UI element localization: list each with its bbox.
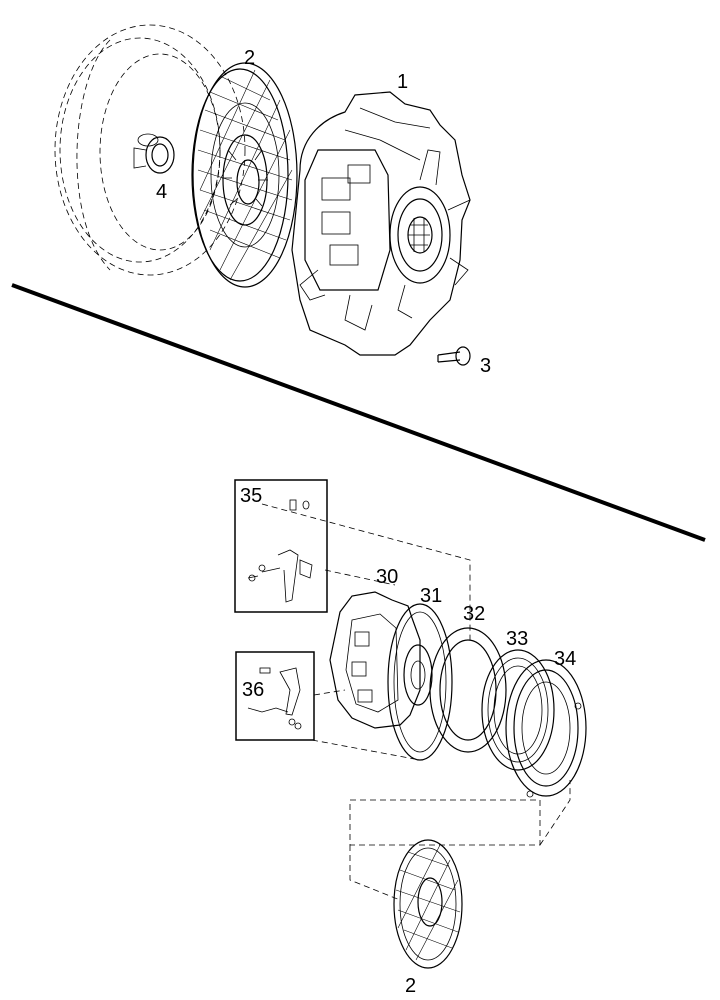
pressure-plate-part-32 xyxy=(429,627,507,753)
kit-box-36 xyxy=(235,651,315,741)
callout-32: 32 xyxy=(463,603,485,625)
diaphragm-part-33 xyxy=(481,649,555,771)
flywheel xyxy=(54,24,246,276)
bolt-part-3 xyxy=(437,346,471,366)
pressure-plate-assembly-part-1 xyxy=(291,91,471,356)
leader-lines xyxy=(261,503,571,901)
callout-31: 31 xyxy=(420,585,442,607)
clutch-disc-part-31 xyxy=(387,603,453,761)
pilot-bearing-part-4 xyxy=(133,133,175,174)
clutch-disc-part-2-bottom xyxy=(393,839,463,969)
callout-33: 33 xyxy=(506,628,528,650)
clutch-disc-part-2-top xyxy=(191,62,298,288)
callout-35: 35 xyxy=(240,485,262,507)
callout-2-bottom: 2 xyxy=(405,975,416,997)
callout-2-top: 2 xyxy=(244,47,255,69)
callout-36: 36 xyxy=(242,679,264,701)
callout-30: 30 xyxy=(376,566,398,588)
callout-1: 1 xyxy=(397,71,408,93)
cover-plate-part-34 xyxy=(505,659,587,798)
clutch-cover-part-30 xyxy=(329,591,421,729)
kit-box-35 xyxy=(234,479,328,613)
callout-3: 3 xyxy=(480,355,491,377)
callout-34: 34 xyxy=(554,648,576,670)
section-divider xyxy=(11,283,706,542)
callout-4: 4 xyxy=(156,181,167,203)
